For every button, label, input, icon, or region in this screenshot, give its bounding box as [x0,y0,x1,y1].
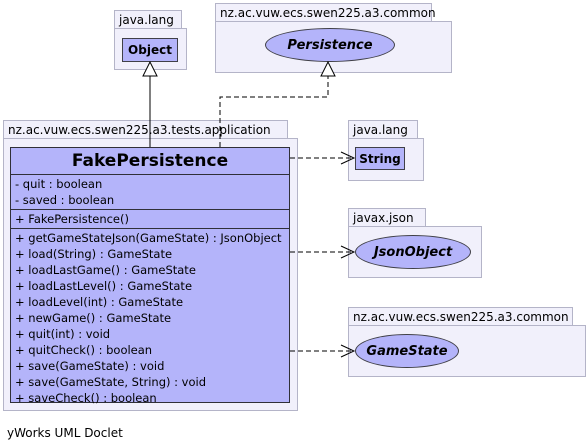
method-row: + getGameStateJson(GameState) : JsonObje… [15,231,282,245]
class-name: FakePersistence [11,148,289,175]
field-row: - saved : boolean [15,193,115,207]
package-tab: java.lang [348,120,418,138]
class-fake-persistence[interactable]: FakePersistence - quit : boolean - saved… [10,147,290,405]
constructors-section: + FakePersistence() [11,210,289,229]
method-row: + loadLevel(int) : GameState [15,295,184,309]
package-tab: nz.ac.vuw.ecs.swen225.a3.tests.applicati… [3,120,288,138]
footer-credit: yWorks UML Doclet [7,426,123,440]
realization-edge [219,76,329,147]
package-tab: nz.ac.vuw.ecs.swen225.a3.common [348,307,573,325]
method-row: + quitCheck() : boolean [15,343,153,357]
interface-persistence[interactable]: Persistence [265,28,395,62]
method-row: + saveCheck() : boolean [15,391,157,405]
dependency-arrowhead [340,151,356,165]
class-string[interactable]: String [355,147,405,170]
fields-section: - quit : boolean - saved : boolean [11,175,289,210]
dependency-arrowhead [340,344,356,358]
package-tab: javax.json [348,208,426,226]
constructor-row: + FakePersistence() [15,212,129,226]
interface-jsonobject[interactable]: JsonObject [355,235,471,269]
package-tab: nz.ac.vuw.ecs.swen225.a3.common [215,3,436,21]
interface-gamestate[interactable]: GameState [355,334,459,368]
method-row: + save(GameState, String) : void [15,375,207,389]
generalization-arrowhead [142,60,158,77]
package-tab: java.lang [114,10,182,28]
method-row: + load(String) : GameState [15,247,173,261]
method-row: + quit(int) : void [15,327,111,341]
dependency-arrowhead [340,245,356,259]
method-row: + save(GameState) : void [15,359,165,373]
realization-arrowhead [320,60,336,77]
field-row: - quit : boolean [15,177,103,191]
methods-section: + getGameStateJson(GameState) : JsonObje… [11,229,289,407]
method-row: + loadLastLevel() : GameState [15,279,193,293]
method-row: + newGame() : GameState [15,311,172,325]
method-row: + loadLastGame() : GameState [15,263,196,277]
